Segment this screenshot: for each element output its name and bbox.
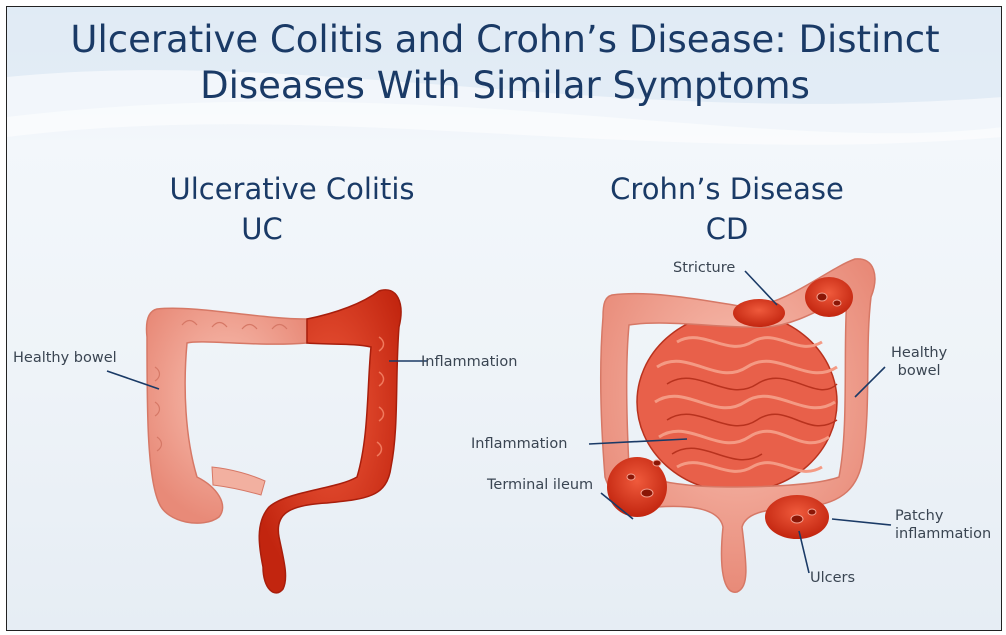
colon-illustrations xyxy=(7,7,1002,631)
cd-colon xyxy=(601,259,875,592)
cd-label-healthy-line-2: bowel xyxy=(891,362,947,380)
cd-label-patchy-line-2: inflammation xyxy=(895,525,991,543)
uc-label-inflammation: Inflammation xyxy=(421,353,517,371)
cd-label-stricture: Stricture xyxy=(673,259,735,277)
cd-upper-right-patch xyxy=(805,277,853,317)
cd-label-terminal-ileum: Terminal ileum xyxy=(487,476,593,494)
cd-patchy-leader xyxy=(832,519,891,525)
cd-label-ulcers: Ulcers xyxy=(810,569,855,587)
cd-stricture-patch xyxy=(733,299,785,327)
slide: Ulcerative Colitis and Crohn’s Disease: … xyxy=(6,6,1002,631)
cd-label-healthy: Healthy bowel xyxy=(891,344,947,380)
cd-label-patchy: Patchy inflammation xyxy=(895,507,991,543)
cd-small-intestine xyxy=(637,312,837,492)
uc-appendix xyxy=(212,467,265,495)
uc-label-healthy: Healthy bowel xyxy=(13,349,117,367)
cd-label-patchy-line-1: Patchy xyxy=(895,507,991,525)
cd-label-inflammation: Inflammation xyxy=(471,435,567,453)
cd-label-healthy-line-1: Healthy xyxy=(891,344,947,362)
uc-healthy-section xyxy=(146,308,307,523)
uc-colon xyxy=(146,290,400,593)
